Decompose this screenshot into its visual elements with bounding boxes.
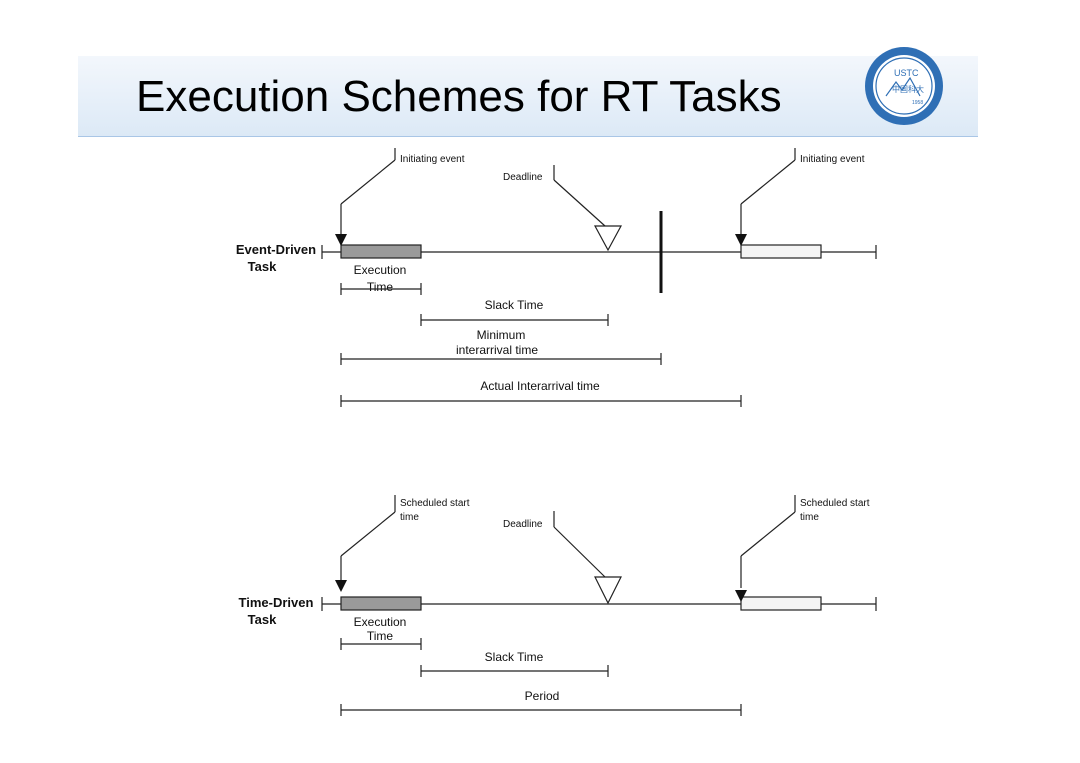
logo-text: USTC <box>894 68 919 78</box>
initiating-event-2-diagonal <box>740 159 796 205</box>
scheduled-start-1-arrow <box>335 580 347 592</box>
scheduled-start-2-label-2: time <box>800 512 819 523</box>
logo-emblem-lines <box>885 76 921 97</box>
scheduled-start-1-label: Scheduled start <box>400 498 470 509</box>
event-execution-block-2 <box>740 244 822 259</box>
scheduled-start-2-diagonal <box>740 511 796 557</box>
title-band <box>78 56 978 137</box>
time-execution-block-2 <box>740 596 822 611</box>
event-driven-section: Event-Driven Task Initiating event Initi… <box>236 148 877 407</box>
scheduled-start-1-diagonal <box>340 511 396 557</box>
time-driven-task-label: Task <box>248 612 277 627</box>
logo-year: 1958 <box>912 100 923 106</box>
event-deadline-label: Deadline <box>503 172 543 183</box>
time-execution-label: Execution <box>354 615 407 629</box>
event-deadline-diagonal <box>553 179 606 227</box>
initiating-event-2-arrow <box>735 234 747 246</box>
time-execution-block-1 <box>340 596 422 611</box>
actual-interarrival-label: Actual Interarrival time <box>480 379 600 393</box>
event-execution-block-1 <box>340 244 422 259</box>
time-deadline-diagonal <box>553 526 606 578</box>
time-driven-label: Time-Driven <box>239 595 314 610</box>
scheduled-start-1-label-2: time <box>400 512 419 523</box>
min-interarrival-label-2: interarrival time <box>456 343 538 357</box>
initiating-event-1-arrow <box>335 234 347 246</box>
initiating-event-2-label: Initiating event <box>800 154 865 165</box>
initiating-event-1-diagonal <box>340 159 396 205</box>
event-execution-time-label: Time <box>367 280 394 294</box>
time-deadline-label: Deadline <box>503 519 543 530</box>
event-driven-label: Event-Driven <box>236 242 316 257</box>
page-title: Execution Schemes for RT Tasks <box>136 72 782 121</box>
event-driven-task-label: Task <box>248 259 277 274</box>
logo-cn-text: 中国科大 <box>892 84 924 94</box>
time-slack-label: Slack Time <box>485 650 544 664</box>
period-label: Period <box>525 689 560 703</box>
event-slack-label: Slack Time <box>485 298 544 312</box>
event-execution-label: Execution <box>354 263 407 277</box>
event-deadline-marker <box>593 225 623 252</box>
time-execution-time-label: Time <box>367 629 394 643</box>
scheduled-start-2-arrow <box>735 590 747 602</box>
time-driven-section: Time-Driven Task Scheduled start time Sc… <box>239 495 877 716</box>
ustc-logo: USTC 中国科大 1958 <box>865 47 943 125</box>
time-deadline-marker <box>594 576 622 605</box>
min-interarrival-label-1: Minimum <box>477 328 526 342</box>
scheduled-start-2-label: Scheduled start <box>800 498 870 509</box>
initiating-event-1-label: Initiating event <box>400 154 465 165</box>
logo-inner-ring <box>875 57 933 115</box>
